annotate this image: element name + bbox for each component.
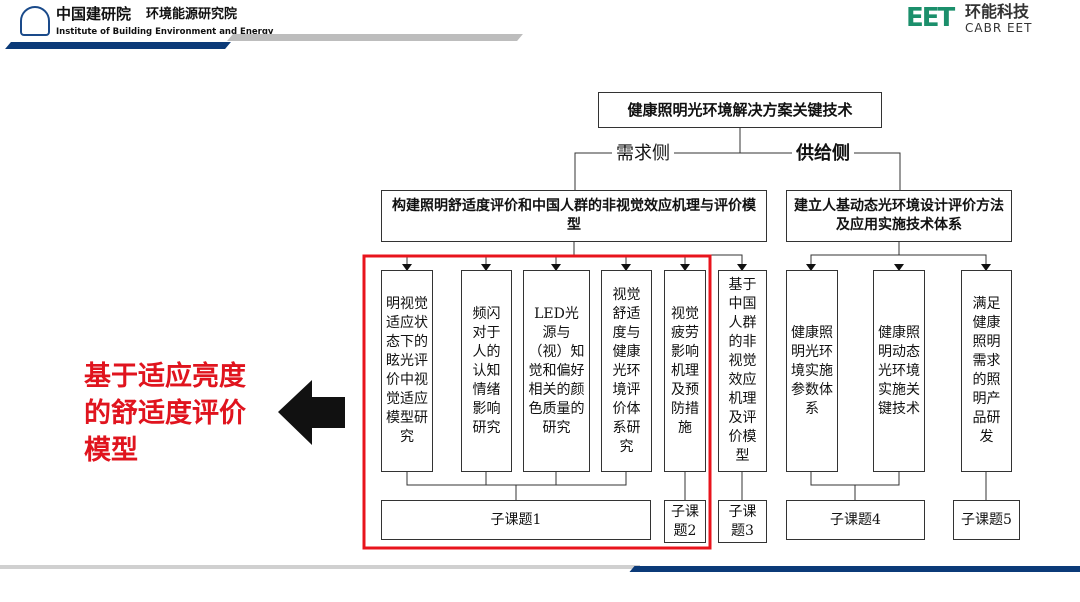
right-branch-node: 建立人基动态光环境设计评价方法及应用实施技术体系 [786, 190, 1012, 242]
subtopic-2: 子课题2 [664, 500, 706, 543]
leaf-node: 健康照明动态光环境实施关键技术 [873, 270, 925, 472]
subtopic-3: 子课题3 [718, 500, 767, 543]
subtopic-5: 子课题5 [953, 500, 1020, 540]
org-english: Institute of Building Environment and En… [56, 27, 274, 37]
leaf-node: 明视觉适应状态下的眩光评价中视觉适应模型研究 [381, 270, 433, 472]
institute-logo-icon [20, 6, 50, 36]
eet-logo-icon: EET [906, 3, 955, 33]
org-name: 中国建研院 [56, 5, 132, 23]
arrowhead-icon [981, 264, 991, 271]
arrowhead-icon [737, 264, 747, 271]
arrowhead-icon [680, 264, 690, 271]
arrowhead-icon [894, 264, 904, 271]
footer-stripe-grey [0, 565, 640, 569]
root-node: 健康照明光环境解决方案关键技术 [598, 92, 882, 128]
arrowhead-icon [402, 264, 412, 271]
brand-en: CABR EET [965, 21, 1033, 35]
callout-text: 基于适应亮度的舒适度评价模型 [84, 361, 246, 466]
highlight-frame [362, 254, 712, 550]
brand-cn: 环能科技 [965, 2, 1030, 21]
left-branch-node: 构建照明舒适度评价和中国人群的非视觉效应机理与评价模型 [381, 190, 767, 242]
leaf-node: 视觉疲劳影响机理及预防措施 [664, 270, 706, 472]
leaf-node: 健康照明光环境实施参数体系 [786, 270, 838, 472]
leaf-node: 视觉舒适度与健康光环境评价体系研究 [601, 270, 652, 472]
arrowhead-icon [806, 264, 816, 271]
leaf-node: 频闪对于人的认知情绪影响研究 [461, 270, 512, 472]
leaf-node: 满足健康照明需求的照明产品研发 [961, 270, 1012, 472]
subtopic-1: 子课题1 [381, 500, 651, 540]
dept-name: 环境能源研究院 [146, 7, 238, 22]
arrowhead-icon [551, 264, 561, 271]
supply-label: 供给侧 [792, 143, 854, 165]
arrowhead-icon [481, 264, 491, 271]
leaf-node: LED光源与（视）知觉和偏好相关的颜色质量的研究 [523, 270, 590, 472]
leaf-node: 基于中国人群的非视觉效应机理及评价模型 [718, 270, 767, 472]
subtopic-4: 子课题4 [786, 500, 925, 540]
demand-label: 需求侧 [612, 143, 674, 165]
left-arrow-icon [278, 380, 345, 445]
arrowhead-icon [621, 264, 631, 271]
